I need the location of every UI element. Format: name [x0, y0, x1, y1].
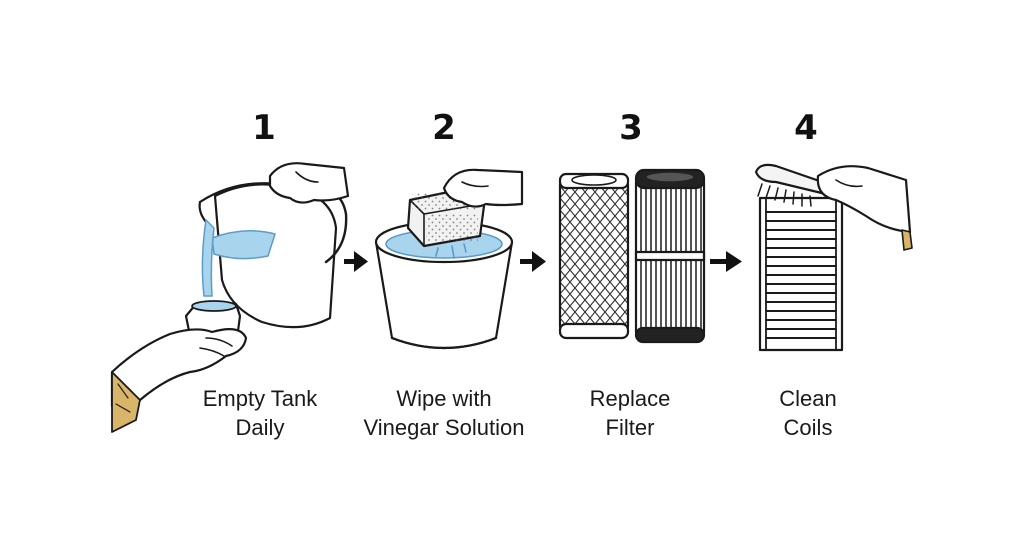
brush-coils-icon — [754, 163, 913, 352]
right-arrow-icon — [344, 251, 368, 272]
pitcher-pouring-icon — [110, 162, 350, 433]
step-number: 2 — [432, 108, 456, 148]
caption-line: Replace — [589, 386, 671, 411]
caption-line: Empty Tank — [202, 386, 318, 411]
caption-line: Vinegar Solution — [363, 415, 525, 440]
filter-cartridges-icon — [558, 168, 706, 344]
sponge-bucket-icon — [374, 168, 524, 350]
caption-line: Wipe with — [396, 386, 492, 411]
step-caption: Wipe with Vinegar Solution — [334, 384, 554, 442]
caption-line: Coils — [783, 415, 833, 440]
caption-line: Filter — [605, 415, 655, 440]
step-caption: Clean Coils — [698, 384, 918, 442]
caption-line: Clean — [779, 386, 837, 411]
step-number: 4 — [794, 108, 818, 148]
right-arrow-icon — [710, 251, 742, 272]
step-caption: Replace Filter — [520, 384, 740, 442]
step-number: 3 — [619, 108, 643, 148]
step-number: 1 — [252, 108, 276, 148]
caption-line: Daily — [235, 415, 285, 440]
step-caption: Empty Tank Daily — [150, 384, 370, 442]
right-arrow-icon — [520, 251, 546, 272]
